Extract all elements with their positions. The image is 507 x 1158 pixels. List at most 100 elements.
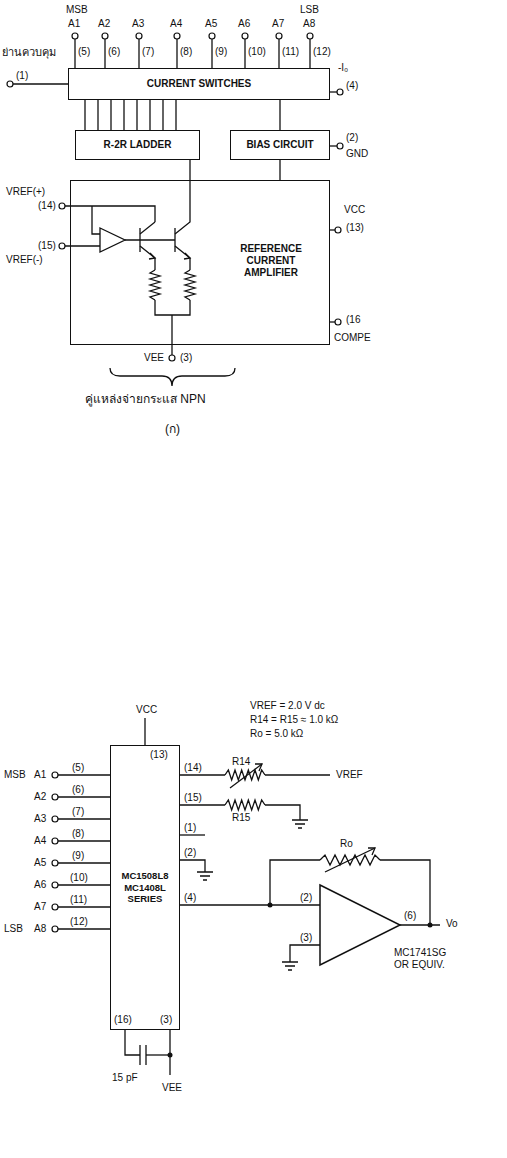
circuit-wire — [125, 239, 175, 240]
circuit-wire — [175, 246, 190, 270]
pin-terminal — [174, 33, 180, 39]
circuit-label: ย่านควบคุม — [2, 46, 56, 59]
circuit-label: (10) — [70, 872, 88, 884]
circuit-wire — [309, 39, 310, 68]
circuit-label: (3) — [160, 1014, 172, 1026]
circuit-label: VCC — [136, 704, 157, 716]
block-box: BIAS CIRCUIT — [230, 130, 330, 160]
circuit-label: (11) — [282, 46, 299, 58]
circuit-wire — [330, 229, 335, 230]
circuit-label: A3 — [132, 18, 144, 30]
circuit-wire — [58, 928, 110, 929]
pin-terminal — [276, 33, 282, 39]
pin-terminal — [337, 143, 343, 149]
circuit-label: A7 — [272, 18, 284, 30]
circuit-wire — [180, 860, 205, 872]
circuit-wire — [255, 764, 262, 771]
circuit-label: (6) — [72, 784, 84, 796]
circuit-label: A2 — [98, 18, 110, 30]
circuit-wire — [92, 206, 100, 234]
signal-wire — [279, 100, 280, 130]
circuit-wire — [368, 848, 375, 855]
circuit-wire — [58, 840, 110, 841]
circuit-wire — [325, 848, 375, 872]
circuit-label: (10) — [248, 46, 266, 58]
circuit-wire — [65, 206, 155, 222]
signal-wire — [180, 904, 320, 905]
circuit-label: R15 — [232, 812, 250, 824]
circuit-wire — [136, 100, 137, 130]
circuit-label: (12) — [313, 46, 331, 58]
circuit-wire — [58, 906, 110, 907]
junction-dot — [428, 923, 433, 928]
pin-terminal — [52, 838, 58, 844]
circuit-wire — [185, 270, 195, 300]
block-label: BIAS CIRCUIT — [246, 139, 313, 151]
circuit-wire — [144, 718, 145, 745]
pin-terminal — [59, 203, 65, 209]
circuit-wire — [174, 228, 175, 252]
circuit-label: (13) — [346, 222, 364, 234]
circuit-wire — [265, 805, 300, 820]
circuit-label: R14 = R15 ≈ 1.0 kΩ — [250, 714, 338, 726]
circuit-label: A4 — [170, 18, 182, 30]
circuit-wire — [104, 39, 105, 68]
circuit-wire — [125, 1030, 140, 1055]
block-box: R-2R LADDER — [75, 130, 200, 160]
circuit-wire — [146, 1054, 170, 1055]
circuit-wire — [155, 300, 190, 315]
circuit-label: A6 — [34, 879, 46, 891]
circuit-label: Vo — [446, 918, 458, 930]
circuit-wire — [149, 253, 155, 259]
pin-terminal — [169, 355, 175, 361]
circuit-label: VEE — [162, 1082, 182, 1094]
circuit-wire — [139, 1045, 140, 1065]
circuit-label: LSB — [300, 4, 319, 16]
circuit-label: A4 — [34, 835, 46, 847]
block-label: MC1741SG OR EQUIV. — [394, 947, 458, 971]
circuit-label: คู่แหล่งจ่ายกระแส NPN — [85, 392, 206, 406]
circuit-wire — [140, 246, 155, 270]
circuit-wire — [58, 818, 110, 819]
block-label: REFERENCE CURRENT AMPLIFIER — [221, 243, 321, 279]
circuit-wire — [330, 91, 337, 92]
circuit-label: (9) — [72, 850, 84, 862]
circuit-wire — [84, 100, 85, 130]
circuit-label: (16) — [114, 1014, 132, 1026]
circuit-wire — [74, 39, 75, 68]
block-box: CURRENT SWITCHES — [68, 68, 330, 100]
circuit-wire — [184, 253, 190, 259]
circuit-label: A5 — [205, 18, 217, 30]
pin-terminal — [52, 816, 58, 822]
circuit-label: VREF — [336, 769, 363, 781]
circuit-label: VREF(+) — [6, 186, 45, 198]
circuit-label: (14) — [184, 762, 202, 774]
circuit-wire — [180, 834, 205, 835]
circuit-wire — [292, 820, 308, 828]
circuit-label: (6) — [404, 910, 416, 922]
circuit-label: (3) — [180, 352, 192, 364]
signal-wire — [279, 160, 280, 180]
circuit-label: (5) — [72, 762, 84, 774]
circuit-label: (ก) — [165, 422, 180, 436]
circuit-wire — [138, 39, 139, 68]
circuit-wire — [380, 860, 430, 925]
circuit-wire — [100, 228, 125, 252]
circuit-wire — [400, 924, 440, 925]
circuit-label: (6) — [108, 46, 120, 58]
pin-terminal — [242, 33, 248, 39]
circuit-wire — [58, 774, 110, 775]
circuit-label: VCC — [344, 204, 365, 216]
circuit-wire — [150, 270, 160, 300]
circuit-label: (2) — [184, 847, 196, 859]
pin-terminal — [59, 243, 65, 249]
circuit-label: (1) — [16, 70, 28, 82]
circuit-wire — [270, 860, 320, 905]
opamp-triangle: MC1741SG OR EQUIV. — [320, 885, 400, 965]
circuit-wire — [265, 774, 330, 775]
circuit-label: A7 — [34, 901, 46, 913]
signal-wire — [123, 100, 124, 130]
circuit-label: (9) — [215, 46, 227, 58]
circuit-wire — [13, 83, 68, 84]
